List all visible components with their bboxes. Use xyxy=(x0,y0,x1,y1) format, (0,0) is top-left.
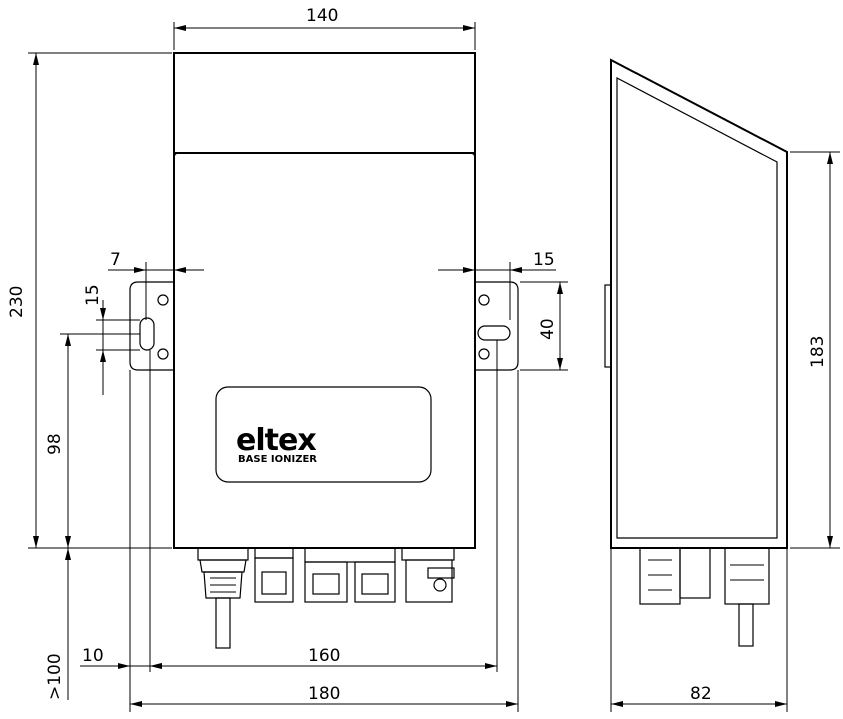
lid-seam-corners xyxy=(173,152,476,159)
dim-cable-clearance: >100 xyxy=(45,653,65,700)
right-flange xyxy=(475,281,519,371)
logo-panel xyxy=(215,386,432,483)
connector-3b xyxy=(354,561,396,603)
dim-width-top: 140 xyxy=(306,6,338,26)
cable-left xyxy=(215,597,231,649)
side-housing xyxy=(610,58,788,549)
left-flange-slot xyxy=(139,317,155,351)
dim-mount-height: 98 xyxy=(45,433,65,455)
right-flange-slot xyxy=(477,325,511,341)
dim-height-total: 230 xyxy=(7,286,27,318)
brand-logo: eltex xyxy=(236,423,316,458)
connector-3a xyxy=(304,561,348,603)
right-flange-hole-top xyxy=(478,294,490,306)
side-view xyxy=(604,58,788,647)
connector-row xyxy=(197,547,455,649)
side-inner xyxy=(616,77,778,539)
cable-gland-left xyxy=(203,571,243,599)
side-flange xyxy=(604,284,612,368)
side-gland xyxy=(724,547,770,605)
dim-flange-offset-left: 7 xyxy=(110,250,121,270)
right-flange-hole-bottom xyxy=(478,348,490,360)
side-cable xyxy=(738,603,754,647)
dim-hole-spacing: 160 xyxy=(308,646,340,666)
left-flange xyxy=(129,281,174,371)
connector-2 xyxy=(254,557,294,603)
left-flange-hole-bottom xyxy=(157,348,169,360)
product-name: BASE IONIZER xyxy=(238,454,317,465)
dim-flange-offset-right: 15 xyxy=(533,250,555,270)
connector-4 xyxy=(405,559,453,603)
front-view: eltex BASE IONIZER xyxy=(129,52,519,649)
dim-flange-height: 40 xyxy=(538,318,558,340)
dimensions: 140 230 98 >100 15 7 15 xyxy=(7,6,840,712)
dim-depth: 82 xyxy=(690,684,712,704)
dim-side-height: 183 xyxy=(808,336,828,368)
dim-overall-width: 180 xyxy=(308,684,340,704)
dim-edge-offset: 10 xyxy=(82,646,104,666)
dim-slot-height: 15 xyxy=(83,284,103,306)
left-flange-hole-top xyxy=(157,294,169,306)
